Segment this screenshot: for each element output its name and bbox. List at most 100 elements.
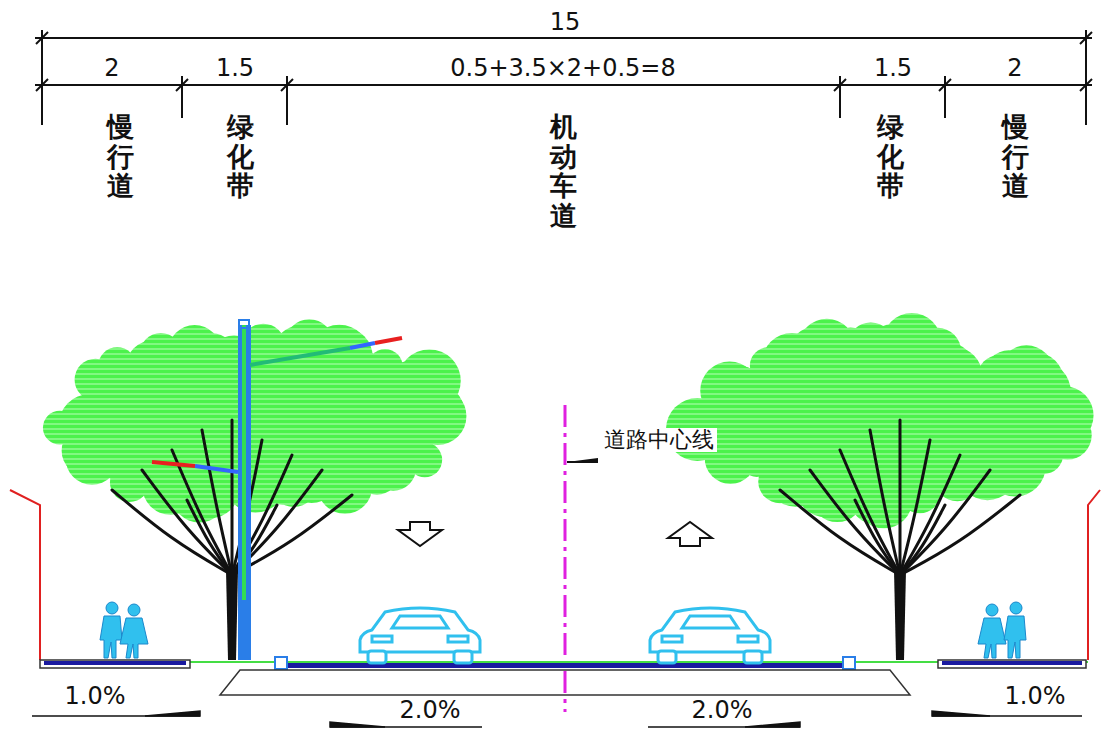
street-light <box>350 343 375 348</box>
street-light <box>238 325 251 660</box>
car <box>650 608 770 652</box>
pedestrian <box>120 618 148 658</box>
tree-branch <box>900 505 945 575</box>
street-light <box>239 320 249 328</box>
slope-value: 2.0% <box>400 697 461 723</box>
dimension-total: 15 <box>550 9 581 35</box>
pedestrian <box>106 602 118 614</box>
dimension-line <box>41 30 43 125</box>
tree-canopy <box>62 426 112 476</box>
center-line-label: 道路中心线 <box>601 428 717 452</box>
tree-branch <box>780 490 900 575</box>
pedestrian <box>100 616 122 658</box>
street-light <box>250 348 350 365</box>
pedestrian <box>100 602 1026 658</box>
building-edge <box>10 490 1100 660</box>
pedestrian <box>128 604 140 616</box>
car <box>658 651 676 663</box>
slope-value: 1.0% <box>65 683 126 709</box>
tree-canopy <box>983 357 1028 402</box>
road-surface <box>40 657 1088 695</box>
tree-branch <box>900 495 1020 575</box>
zone-name: 绿化带 <box>227 112 254 201</box>
street-light <box>152 462 195 466</box>
dimension-line <box>1080 32 1092 44</box>
slope-arrow <box>145 711 200 716</box>
car <box>368 651 386 663</box>
zone-name: 慢行道 <box>107 112 134 201</box>
car <box>360 608 480 652</box>
tree-branch <box>900 470 990 575</box>
dimension-width: 1.5 <box>216 55 254 81</box>
road-surface <box>938 660 1086 668</box>
dimension-line <box>939 79 951 91</box>
car <box>360 608 770 663</box>
tree-canopy <box>788 349 826 387</box>
building-edge <box>10 490 40 660</box>
tree-canopy <box>296 368 330 402</box>
slope-value: 2.0% <box>692 697 753 723</box>
tree-canopy <box>919 373 957 411</box>
dimension-line <box>944 76 946 118</box>
tree-branch <box>855 500 900 575</box>
car <box>738 636 758 642</box>
dimension-width: 2 <box>104 55 119 81</box>
pedestrian <box>1004 616 1026 658</box>
street-light <box>195 466 238 472</box>
dimension-width: 2 <box>1007 55 1022 81</box>
tree-canopy <box>398 349 461 412</box>
tree-branch <box>187 500 232 575</box>
tree-trunk <box>894 570 906 660</box>
dimension-line <box>176 79 188 91</box>
street-light <box>242 325 246 600</box>
direction-arrow <box>398 522 712 546</box>
slope-arrow <box>745 722 800 727</box>
dimension-line <box>36 79 48 91</box>
tree-trunk <box>226 570 238 660</box>
direction-arrow <box>398 522 442 546</box>
dimension-line <box>181 76 183 118</box>
dimension-line <box>35 30 1092 125</box>
dimension-line <box>839 76 841 118</box>
slope-arrow <box>932 711 990 716</box>
zone-name: 机动车道 <box>550 112 577 231</box>
road-surface <box>220 670 910 695</box>
road-surface <box>942 661 1082 665</box>
dimension-line <box>35 84 1092 86</box>
center-line <box>567 458 598 462</box>
tree-canopy <box>153 399 202 448</box>
dimension-width: 1.5 <box>874 55 912 81</box>
tree-canopy <box>43 313 1094 528</box>
road-surface <box>40 660 190 668</box>
dimension-line <box>35 37 1092 39</box>
slope-value: 1.0% <box>1005 683 1066 709</box>
slope-arrow <box>330 722 385 727</box>
pedestrian <box>978 618 1006 658</box>
road-surface <box>275 657 287 669</box>
tree-canopy <box>949 415 997 463</box>
street-light <box>152 320 402 660</box>
road-surface <box>282 663 848 668</box>
pedestrian <box>1010 602 1022 614</box>
zone-name: 绿化带 <box>877 112 904 201</box>
dimension-line <box>1085 30 1087 125</box>
dimension-line <box>834 79 846 91</box>
car <box>392 616 448 628</box>
car <box>744 651 762 663</box>
car <box>454 651 472 663</box>
dimension-line <box>36 32 48 44</box>
car <box>448 636 468 642</box>
tree-branch <box>112 490 232 575</box>
tree-canopy <box>862 324 923 385</box>
car <box>662 636 682 642</box>
dimension-width: 0.5+3.5×2+0.5=8 <box>450 55 675 81</box>
building-edge <box>1088 490 1100 660</box>
road-surface <box>843 657 855 669</box>
car <box>682 616 738 628</box>
tree-branch <box>840 450 900 575</box>
tree-canopy <box>340 436 395 491</box>
road-surface <box>44 661 186 665</box>
dimension-line <box>1080 79 1092 91</box>
road-surface <box>40 661 1088 663</box>
